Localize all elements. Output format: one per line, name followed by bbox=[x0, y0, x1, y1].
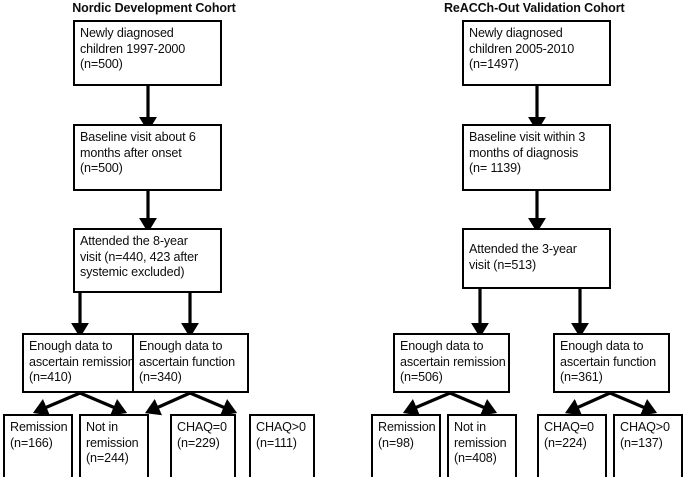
node-attended-8-year-visit: Attended the 8-year visit (n=440, 423 af… bbox=[73, 228, 222, 293]
node-line: (n=506) bbox=[400, 370, 443, 385]
node-chaq-greater-zero-nordic: CHAQ>0 (n=111) bbox=[249, 414, 315, 477]
node-line: Enough data to bbox=[400, 339, 484, 353]
node-line: months after onset bbox=[80, 145, 182, 160]
node-attended-3-year-visit: Attended the 3-year visit (n=513) bbox=[462, 228, 611, 289]
node-baseline-visit-nordic: Baseline visit about 6 months after onse… bbox=[73, 124, 222, 191]
node-line: (n=361) bbox=[560, 370, 603, 385]
node-line: (n=340) bbox=[139, 370, 182, 385]
node-line: (n=500) bbox=[80, 161, 123, 176]
node-newly-diagnosed-nordic: Newly diagnosed children 1997-2000 (n=50… bbox=[73, 20, 222, 86]
node-line: ascertain function bbox=[560, 354, 657, 369]
node-line: (n=408) bbox=[454, 451, 497, 466]
node-enough-data-remission-reacch: Enough data to ascertain remission (n=50… bbox=[393, 333, 510, 393]
connector-n5-n9 bbox=[189, 391, 238, 416]
node-line: Enough data to bbox=[139, 339, 223, 353]
node-chaq-equal-zero-nordic: CHAQ=0 (n=229) bbox=[170, 414, 236, 477]
node-line: Newly diagnosed bbox=[469, 26, 563, 40]
node-line: CHAQ>0 bbox=[620, 420, 670, 434]
node-line: Remission bbox=[10, 420, 68, 434]
node-line: (n=410) bbox=[29, 370, 72, 385]
node-baseline-visit-reacch: Baseline visit within 3 months of diagno… bbox=[462, 124, 611, 191]
node-line: Not in bbox=[86, 420, 118, 434]
node-line: (n=224) bbox=[544, 435, 587, 450]
node-line: visit (n=513) bbox=[469, 257, 536, 272]
node-line: ascertain remission bbox=[400, 354, 506, 369]
node-line: (n= 1139) bbox=[469, 161, 521, 176]
node-line: (n=229) bbox=[177, 435, 220, 450]
connector-n4-n6 bbox=[32, 391, 81, 416]
node-line: Attended the 3-year bbox=[469, 242, 577, 256]
node-line: systemic excluded) bbox=[80, 265, 185, 280]
node-line: Newly diagnosed bbox=[80, 26, 174, 40]
node-line: (n=166) bbox=[10, 435, 53, 450]
column-title-nordic: Nordic Development Cohort bbox=[72, 1, 236, 15]
connector-r5-r8 bbox=[564, 391, 611, 416]
node-line: remission bbox=[86, 435, 139, 450]
node-remission-reacch: Remission (n=98) bbox=[371, 414, 441, 477]
node-not-in-remission-nordic: Not in remission (n=244) bbox=[79, 414, 149, 477]
connector-r4-r7 bbox=[449, 391, 498, 416]
node-line: Enough data to bbox=[560, 339, 644, 353]
node-line: children 2005-2010 bbox=[469, 41, 575, 56]
connector-r5-r9 bbox=[609, 391, 658, 416]
column-title-reacch: ReACCh-Out Validation Cohort bbox=[444, 1, 625, 15]
node-newly-diagnosed-reacch: Newly diagnosed children 2005-2010 (n=14… bbox=[462, 20, 611, 86]
node-line: CHAQ=0 bbox=[177, 420, 227, 434]
node-enough-data-function-nordic: Enough data to ascertain function (n=340… bbox=[132, 333, 249, 393]
node-remission-nordic: Remission (n=166) bbox=[3, 414, 73, 477]
node-line: (n=111) bbox=[256, 435, 297, 450]
node-line: months of diagnosis bbox=[469, 145, 579, 160]
node-line: Enough data to bbox=[29, 339, 113, 353]
node-chaq-equal-zero-reacch: CHAQ=0 (n=224) bbox=[537, 414, 607, 477]
node-enough-data-remission-nordic: Enough data to ascertain remission (n=41… bbox=[22, 333, 139, 393]
node-line: CHAQ>0 bbox=[256, 420, 306, 434]
node-chaq-greater-zero-reacch: CHAQ>0 (n=137) bbox=[613, 414, 683, 477]
node-line: Baseline visit within 3 bbox=[469, 130, 586, 144]
node-line: Remission bbox=[378, 420, 436, 434]
node-line: Not in bbox=[454, 420, 486, 434]
node-line: Attended the 8-year bbox=[80, 234, 188, 248]
node-line: remission bbox=[454, 435, 507, 450]
node-line: ascertain remission bbox=[29, 354, 135, 369]
node-line: (n=137) bbox=[620, 435, 663, 450]
connector-n4-n7 bbox=[79, 391, 128, 416]
node-line: (n=98) bbox=[378, 435, 414, 450]
connector-n5-n8 bbox=[144, 391, 191, 416]
node-line: CHAQ=0 bbox=[544, 420, 594, 434]
node-line: Baseline visit about 6 bbox=[80, 130, 196, 144]
connector-r4-r6 bbox=[402, 391, 451, 416]
node-line: (n=500) bbox=[80, 57, 123, 72]
node-enough-data-function-reacch: Enough data to ascertain function (n=361… bbox=[553, 333, 670, 393]
node-line: (n=244) bbox=[86, 451, 129, 466]
node-line: ascertain function bbox=[139, 354, 236, 369]
node-line: children 1997-2000 bbox=[80, 41, 186, 56]
node-not-in-remission-reacch: Not in remission (n=408) bbox=[447, 414, 517, 477]
node-line: (n=1497) bbox=[469, 57, 519, 72]
node-line: visit (n=440, 423 after bbox=[80, 249, 199, 264]
